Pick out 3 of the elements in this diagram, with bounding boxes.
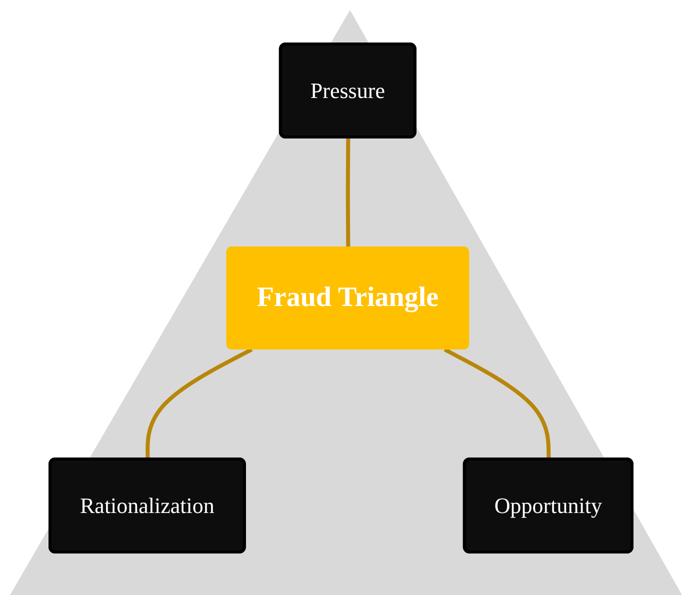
connector — [346, 136, 350, 248]
connector — [146, 347, 253, 460]
connector — [444, 347, 551, 460]
